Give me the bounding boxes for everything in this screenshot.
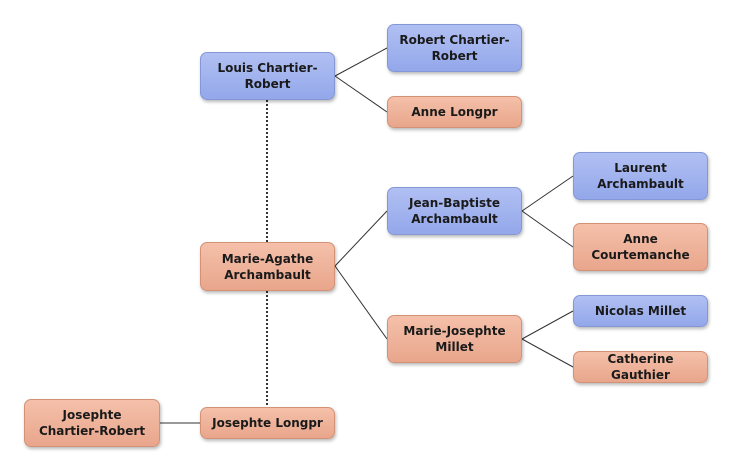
person-anne-longpr[interactable]: Anne Longpr	[387, 96, 522, 128]
connector-louis-anne-longpr	[334, 75, 388, 113]
person-marie-agathe-archambault[interactable]: Marie-Agathe Archambault	[200, 242, 335, 291]
person-name: Robert Chartier-Robert	[399, 33, 510, 63]
connector-marie-agathe-jean-baptiste	[334, 210, 388, 267]
person-jean-baptiste-archambault[interactable]: Jean-Baptiste Archambault	[387, 187, 522, 235]
person-name: Anne Courtemanche	[591, 232, 690, 262]
connector-louis-robert	[334, 47, 388, 77]
person-name: Louis Chartier-Robert	[217, 61, 318, 91]
person-anne-courtemanche[interactable]: Anne Courtemanche	[573, 223, 708, 271]
connector-jean-baptiste-anne-courtemanche	[521, 210, 574, 248]
person-nicolas-millet[interactable]: Nicolas Millet	[573, 295, 708, 327]
person-josephte-chartier-robert[interactable]: Josephte Chartier-Robert	[24, 399, 160, 447]
person-name: Jean-Baptiste Archambault	[409, 196, 500, 226]
person-louis-chartier-robert[interactable]: Louis Chartier-Robert	[200, 52, 335, 100]
person-name: Josephte Chartier-Robert	[38, 408, 146, 438]
person-name: Josephte Longpr	[212, 416, 323, 430]
person-name: Anne Longpr	[411, 105, 498, 119]
person-catherine-gauthier[interactable]: Catherine Gauthier	[573, 351, 708, 383]
person-marie-josephte-millet[interactable]: Marie-Josephte Millet	[387, 315, 522, 363]
person-name: Marie-Agathe Archambault	[221, 251, 314, 282]
connector-marie-agathe-marie-josephte	[334, 265, 388, 340]
connector-marie-josephte-catherine	[521, 338, 574, 368]
person-name: Laurent Archambault	[597, 161, 684, 191]
connector-jean-baptiste-laurent	[521, 175, 574, 212]
person-name: Catherine Gauthier	[607, 352, 674, 382]
connector-marie-josephte-nicolas	[521, 310, 574, 340]
person-laurent-archambault[interactable]: Laurent Archambault	[573, 152, 708, 200]
person-josephte-longpr[interactable]: Josephte Longpr	[200, 407, 335, 439]
person-robert-chartier-robert[interactable]: Robert Chartier-Robert	[387, 24, 522, 72]
person-name: Nicolas Millet	[594, 304, 687, 318]
person-name: Marie-Josephte Millet	[403, 324, 506, 354]
